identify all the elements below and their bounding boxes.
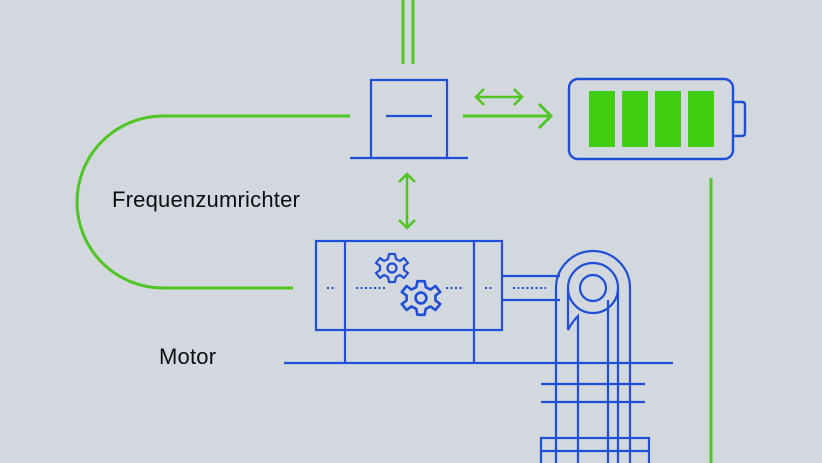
motor-label: Motor [159, 344, 217, 369]
double-arrow-icon [474, 88, 524, 106]
gears-icon [374, 252, 442, 317]
arrow-to-battery-icon [463, 102, 554, 130]
battery-cell [622, 91, 648, 147]
vertical-double-arrow-icon [398, 172, 416, 230]
pulley-assembly [539, 249, 651, 463]
battery-icon [567, 77, 747, 161]
battery-cell [688, 91, 714, 147]
battery-cell [655, 91, 681, 147]
power-supply-lines [401, 0, 415, 64]
frequency-converter-label: Frequenzumrichter [112, 187, 301, 212]
shaft-coupling [502, 274, 560, 302]
battery-cell [589, 91, 615, 147]
frequency-converter [350, 78, 468, 160]
converter-motor-loop [75, 114, 350, 290]
